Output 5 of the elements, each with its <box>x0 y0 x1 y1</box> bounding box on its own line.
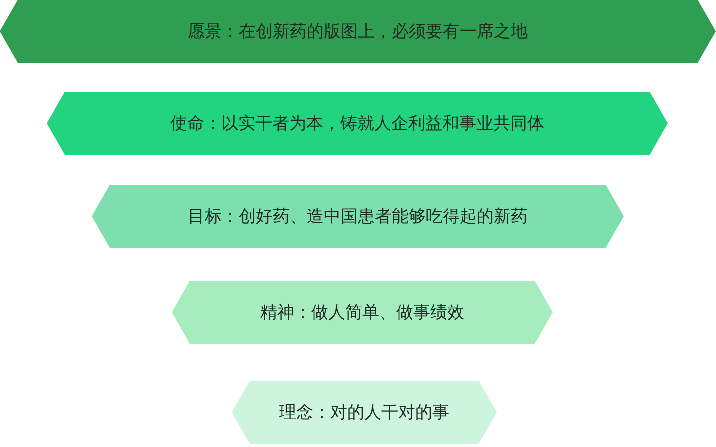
hexagon-banner: 愿景：在创新药的版图上，必须要有一席之地 <box>0 0 716 63</box>
hexagon-banner: 目标：创好药、造中国患者能够吃得起的新药 <box>92 185 624 248</box>
hexagon-banner: 精神：做人简单、做事绩效 <box>172 281 553 344</box>
hexagon-banner: 使命：以实干者为本，铸就人企利益和事业共同体 <box>47 92 668 155</box>
hexagon-banner: 理念：对的人干对的事 <box>232 381 497 444</box>
